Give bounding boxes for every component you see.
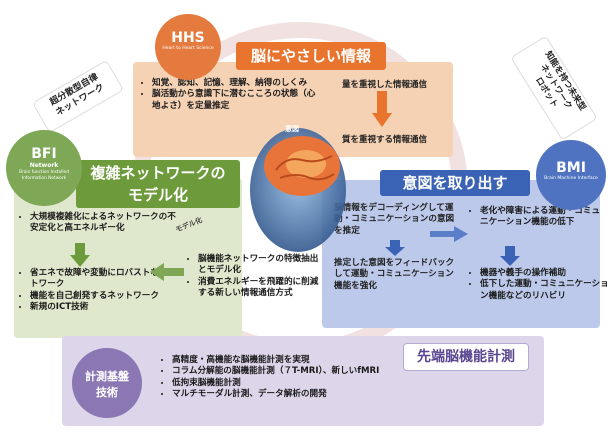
advanced-bullet-3: 低拘束脳機能計測 <box>172 378 422 389</box>
advanced-bullet-4: マルチモーダル計測、データ解析の開発 <box>172 389 422 400</box>
bfi-subtitle: Network <box>29 162 59 169</box>
hhs-subtitle: Heart to Heart Science <box>162 46 214 51</box>
right-arrow-intent <box>430 226 468 242</box>
network-bullets-top: 大規模複雑化によるネットワークの不安定化と高エネルギー化 <box>18 212 180 235</box>
bfi-desc: Brain function Installed Information Net… <box>19 170 69 181</box>
network-center-bullet-2: 消費エネルギーを飛躍的に削減する新しい情報通信方式 <box>198 277 322 300</box>
advanced-bullet-2: コラム分解能の脳機能計測（７T-MRI）、新しいfMRI <box>172 366 422 377</box>
down-arrow-blue-left <box>385 240 405 256</box>
advanced-title: 先端脳機能計測 <box>404 344 528 370</box>
intent-right-bottom: 機器や義手の操作補助 低下した運動・コミュニケーション機能などのリハビリ <box>468 268 610 302</box>
bfi-circle: BFI Network Brain function Installed Inf… <box>6 130 82 206</box>
intent-right-bottom-1: 機器や義手の操作補助 <box>480 268 610 279</box>
intent-right-top-1: 老化や障害による運動・コミュニケーション機能の低下 <box>480 206 604 229</box>
network-title: 複雑ネットワークの モデル化 <box>76 160 240 208</box>
network-bullets-bottom: 省エネで故障や変動にロバストなネットワーク 機能を自己創発するネットワーク 新規… <box>18 268 180 314</box>
measure-line2: 技術 <box>96 386 118 399</box>
brain-info-title: 脳にやさしい情報 <box>236 42 386 70</box>
hhs-title: HHS <box>171 30 205 46</box>
network-center-bullet-1: 脳機能ネットワークの特徴抽出とモデル化 <box>198 254 322 277</box>
network-title-line2: モデル化 <box>127 186 188 204</box>
bmi-circle: BMI Brain Machine Interface <box>536 140 606 210</box>
network-bullet-bottom-3: 新規のICT技術 <box>30 302 180 313</box>
down-arrow-blue-right <box>500 246 520 266</box>
brain-info-bullets: 知覚、認知、記憶、理解、納得のしくみ 脳活動から意識下に潜むこころの状態（心地よ… <box>140 78 320 112</box>
network-bullet-bottom-1: 省エネで故障や変動にロバストなネットワーク <box>30 268 180 291</box>
advanced-bullets: 高精度・高機能な脳機能計測を実現 コラム分解能の脳機能計測（７T-MRI）、新し… <box>160 355 422 401</box>
brain-highlight <box>286 150 326 178</box>
down-arrow-orange <box>372 91 392 127</box>
network-bullet-bottom-2: 機能を自己創発するネットワーク <box>30 291 180 302</box>
brain-info-bullet-2: 脳活動から意識下に潜むこころの状態（心地よさ）を定量推定 <box>152 89 320 112</box>
flow-bottom-label: 質を重視する情報通信 <box>342 135 428 145</box>
brain-illustration <box>250 128 346 252</box>
measure-circle: 計測基盤 技術 <box>72 348 142 418</box>
hhs-circle: HHS Heart to Heart Science <box>155 14 221 80</box>
down-arrow-green <box>70 243 90 267</box>
brain-info-bullet-1: 知覚、認知、記憶、理解、納得のしくみ <box>152 78 320 89</box>
intent-arrow-label: 意図 <box>285 125 299 133</box>
intent-title: 意図を取り出す <box>380 170 530 196</box>
bmi-title: BMI <box>556 160 586 176</box>
bfi-title: BFI <box>31 146 57 162</box>
network-bullet-top-1: 大規模複雑化によるネットワークの不安定化と高エネルギー化 <box>30 212 180 235</box>
flow-top-label: 量を重視した情報通信 <box>342 80 428 90</box>
intent-left-top: 脳情報をデコーディングして運動・コミュニケーションの意図を推定 <box>334 203 455 236</box>
measure-line1: 計測基盤 <box>85 370 129 383</box>
intent-left-bottom: 推定した意図をフィードバックして運動・コミュニケーション機能を強化 <box>334 258 455 291</box>
bmi-subtitle: Brain Machine Interface <box>544 176 598 181</box>
network-center-bullets: 脳機能ネットワークの特徴抽出とモデル化 消費エネルギーを飛躍的に削減する新しい情… <box>186 254 322 300</box>
network-title-line1: 複雑ネットワークの <box>90 164 226 182</box>
left-arrow-model <box>150 263 184 281</box>
intent-right-top: 老化や障害による運動・コミュニケーション機能の低下 <box>468 206 604 229</box>
intent-right-bottom-2: 低下した運動・コミュニケーション機能などのリハビリ <box>480 279 610 302</box>
advanced-bullet-1: 高精度・高機能な脳機能計測を実現 <box>172 355 422 366</box>
